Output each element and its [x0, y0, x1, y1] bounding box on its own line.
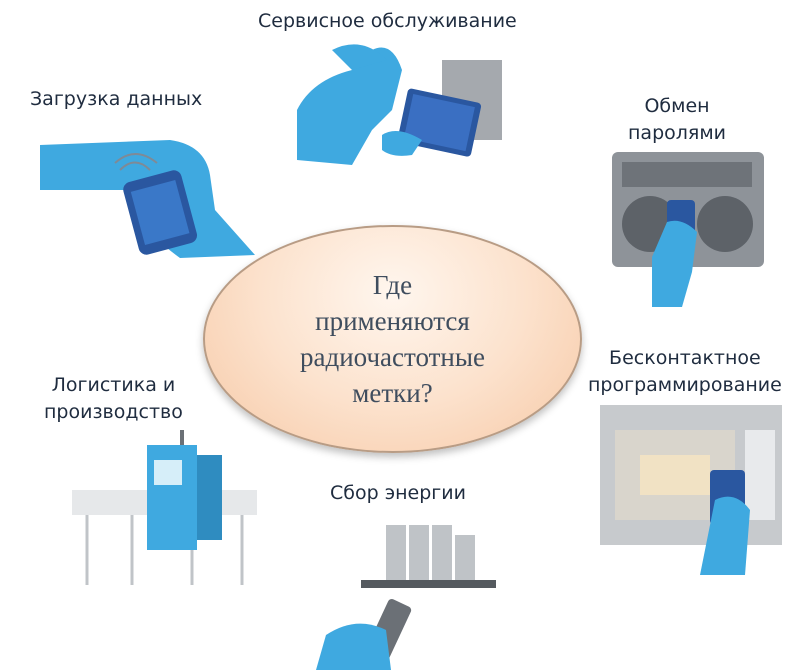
service-worker-tablet-icon — [297, 44, 502, 165]
boombox-hand-icon — [612, 152, 764, 307]
label-service: Сервисное обслуживание — [258, 10, 517, 32]
center-question-ellipse: Где применяются радиочастотные метки? — [203, 225, 582, 453]
energy-harvesting-icon — [316, 525, 496, 670]
wrist-phone-icon — [40, 140, 255, 258]
label-energy-harvesting: Сбор энергии — [330, 482, 466, 504]
label-logistics: Логистика и производство — [44, 374, 183, 423]
center-question-text: Где применяются радиочастотные метки? — [300, 270, 485, 408]
metal-detector-conveyor-icon — [72, 430, 257, 585]
label-password-exchange: Обмен паролями — [628, 95, 727, 144]
label-data-loading: Загрузка данных — [30, 88, 203, 110]
label-contactless-programming: Бесконтактное программирование — [588, 347, 782, 396]
microwave-hand-icon — [600, 405, 782, 575]
